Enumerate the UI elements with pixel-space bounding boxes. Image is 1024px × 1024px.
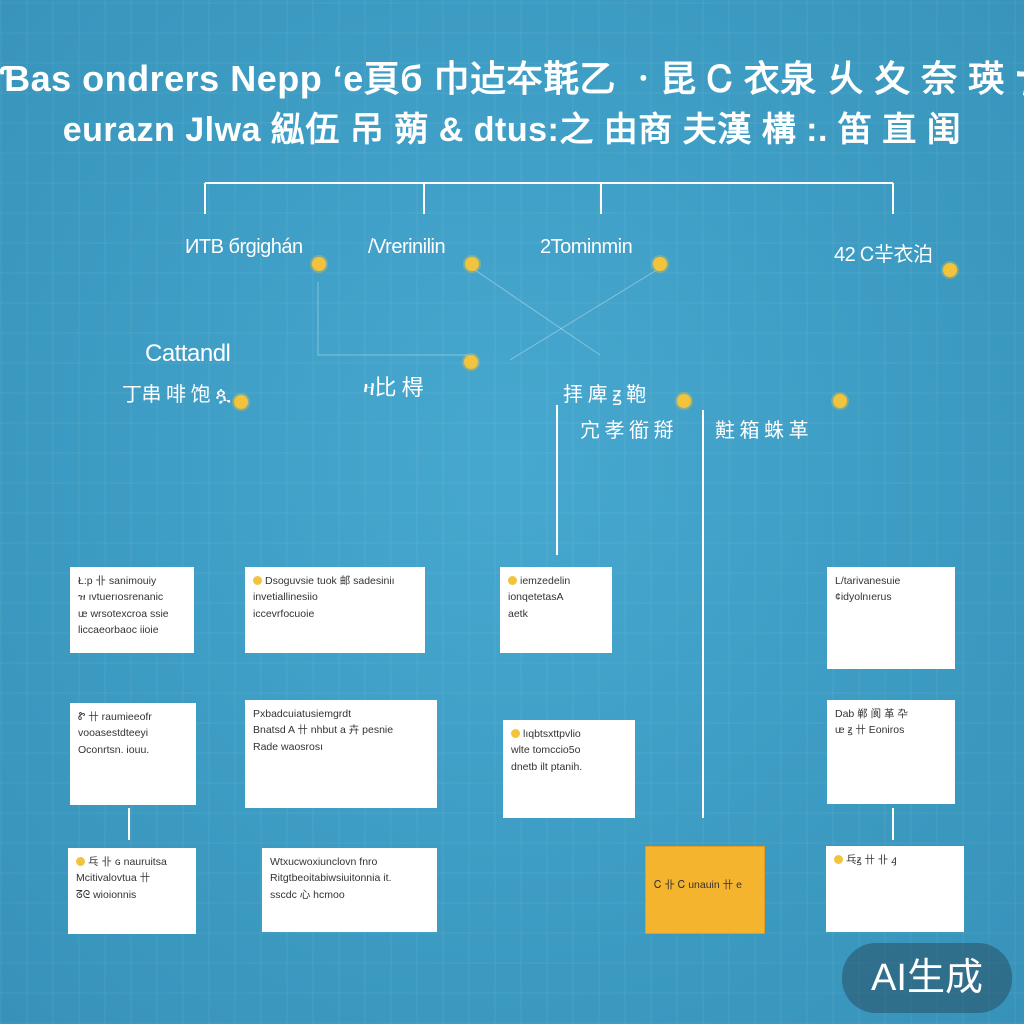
- card-10-line-2: Ritgtbeoitabiwsiuitonnia it.: [270, 872, 392, 885]
- ai-generated-watermark: AI生成: [842, 943, 1012, 1013]
- info-card-4: L/tarivanesuie ¢idyolnıerus: [827, 567, 955, 669]
- node-label-1: ИТВ бrgighán: [185, 236, 303, 258]
- card-7-line-3: dnetb ilt ptanih.: [511, 760, 583, 773]
- branch-label-4: 黈 箱 蛛 革: [715, 420, 809, 442]
- info-card-5: Ꮡ 卄 raumieeofr vooasestdteeyi Oconrtsn. …: [70, 703, 196, 805]
- node-dot-4: [943, 263, 957, 277]
- branch-label-2: ዛ比 棏: [363, 375, 424, 400]
- card-6-line-2: Bnatsd A 卄 nhbut a 卉 pesnie: [253, 724, 394, 737]
- node-dot-2: [465, 257, 479, 271]
- node-label-2: /Vrеrinilin: [368, 236, 446, 258]
- card-9-line-1: 乓 卝 ɢ nauruitsa: [88, 856, 167, 868]
- card-8-line-1: Dab 郸 阆 革 卆: [835, 708, 908, 720]
- card-6-line-3: Rade waosrosı: [253, 740, 324, 753]
- card-9-line-3: ᘔᘓ wioionnis: [76, 888, 137, 901]
- card-3-dot-icon: [508, 576, 517, 585]
- card-4-line-2: ¢idyolnıerus: [835, 591, 892, 604]
- card-1-line-4: liccaeorbaoc iioie: [78, 623, 159, 636]
- info-card-1: Ł:p 卝 sanimouiy ዝ ıvtuerıosrenanic ᵫ wrs…: [70, 567, 194, 653]
- info-card-12: 乓ꙃ 卄 卝 ꜭ: [826, 846, 964, 932]
- diagram-title-line-1: Ɓas ondrers Nepp ʻе頁б 巾迠夲㲨乙 ㆍ昆 Ꮯ 衣泉 乆 夊 …: [0, 58, 1024, 99]
- faint-line-3: [509, 267, 661, 361]
- card-5-line-1: Ꮡ 卄 raumieeofr: [78, 711, 152, 723]
- info-card-8: Dab 郸 阆 革 卆 ᵫ ꙃ 卄 Eoniros: [827, 700, 955, 804]
- branch-label-1-line-1: Cattandl: [145, 340, 231, 367]
- info-card-3: iemzedelin ionqetetasA aetk: [500, 567, 612, 653]
- card-12-dot-icon: [834, 855, 843, 864]
- info-card-9: 乓 卝 ɢ nauruitsa Mcitivalovtua 卄 ᘔᘓ wioio…: [68, 848, 196, 934]
- info-card-7: lıqbtsxttpvlio wlte tomccio5o dnetb ilt …: [503, 720, 635, 818]
- card-3-line-1: iemzedelin: [520, 575, 571, 587]
- faint-line-1: [317, 282, 468, 356]
- card-5-line-2: vooasestdteeyi: [78, 727, 149, 740]
- card-5-line-3: Oconrtsn. iouu.: [78, 743, 150, 756]
- card-1-line-2: ዝ ıvtuerıosrenanic: [78, 591, 164, 604]
- card-10-line-3: sscdc 心 hcmoo: [270, 888, 345, 901]
- branch-dot-1: [234, 395, 248, 409]
- card-2-line-2: invetiallinesiio: [253, 591, 318, 604]
- card-12-line-1: 乓ꙃ 卄 卝 ꜭ: [846, 854, 897, 866]
- card-7-line-2: wlte tomccio5o: [511, 744, 581, 757]
- card-9-dot-icon: [76, 857, 85, 866]
- card-6-line-1: Pxbadcuiatusiemgrdt: [253, 708, 352, 720]
- highlight-card: Ꮯ 卝 Ꮯ unauin 卄 e: [645, 846, 765, 934]
- node-label-4: 42 Ꮯ⺸衣泊: [834, 244, 933, 266]
- branch-label-1-line-2: 丁串 啡 饱 ጷ: [122, 384, 231, 406]
- node-dot-3: [653, 257, 667, 271]
- card-2-line-3: iccevrfocuoie: [253, 607, 315, 620]
- card-3-line-3: aetk: [508, 607, 528, 620]
- branch-dot-3: [677, 394, 691, 408]
- info-card-6: Pxbadcuiatusiemgrdt Bnatsd A 卄 nhbut a 卉…: [245, 700, 437, 808]
- card-4-line-1: L/tarivanesuie: [835, 575, 901, 587]
- card-7-line-1: lıqbtsxttpvlio: [523, 728, 581, 740]
- branch-label-3-line-2: 宂 孝 衜 搿: [580, 420, 674, 442]
- card-10-line-1: Wtxucwoxiunclovn fnro: [270, 856, 378, 868]
- node-label-3: 2Tominmin: [540, 236, 633, 258]
- highlight-card-line-1: Ꮯ 卝 Ꮯ unauin 卄 e: [654, 879, 742, 891]
- card-1-line-1: Ł:p 卝 sanimouiy: [78, 575, 157, 587]
- card-7-dot-icon: [511, 729, 520, 738]
- info-card-2: Dsoguvsie tuok 邮 sadesiniı invetiallines…: [245, 567, 425, 653]
- info-card-10: Wtxucwoxiunclovn fnro Ritgtbeoitabiwsiui…: [262, 848, 437, 932]
- card-8-line-2: ᵫ ꙃ 卄 Eoniros: [835, 724, 905, 737]
- card-1-line-3: ᵫ wrsotexcroa ssie: [78, 607, 169, 620]
- card-2-dot-icon: [253, 576, 262, 585]
- branch-dot-4: [833, 394, 847, 408]
- faint-line-2: [471, 267, 601, 356]
- diagram-title-line-2: eurazn Jlwa 紭伍 吊 蒴 & dtus:之 由商 夫漢 構 :. 笛…: [62, 111, 962, 149]
- branch-label-3-line-1: 拝 庳 ꙃ 鞄: [563, 384, 646, 406]
- branch-dot-2: [464, 355, 478, 369]
- card-2-line-1: Dsoguvsie tuok 邮 sadesiniı: [265, 575, 395, 587]
- card-9-line-2: Mcitivalovtua 卄: [76, 872, 151, 885]
- node-dot-1: [312, 257, 326, 271]
- card-3-line-2: ionqetetasA: [508, 591, 564, 604]
